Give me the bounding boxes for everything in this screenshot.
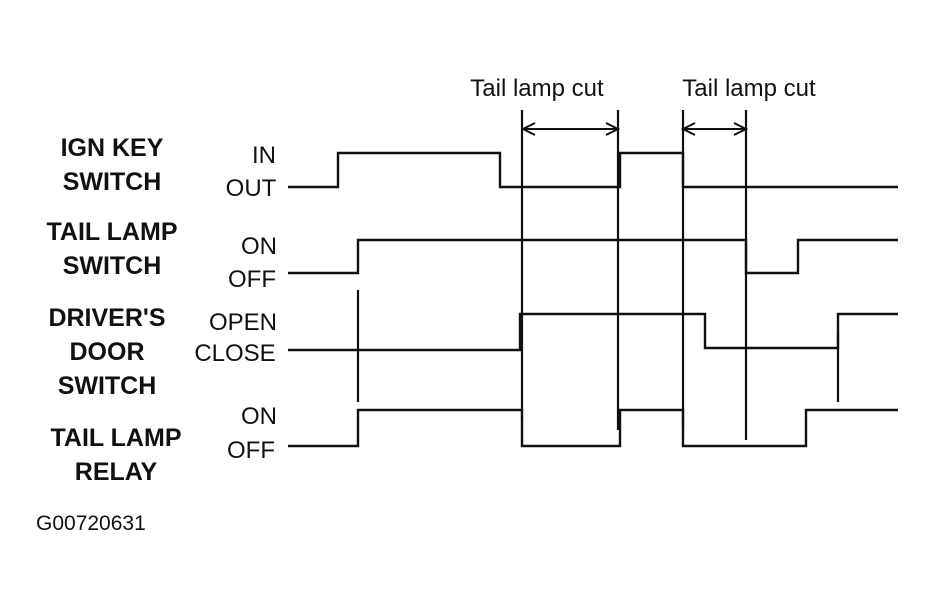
door-switch-state-open: OPEN xyxy=(209,309,277,336)
drivers-door-switch-name-line-3: SWITCH xyxy=(58,372,157,400)
tail-lamp-relay-waveform xyxy=(288,408,898,448)
drivers-door-switch-name-line-1: DRIVER'S xyxy=(48,304,165,332)
tail-lamp-relay-name-line-1: TAIL LAMP xyxy=(50,424,181,452)
tail-lamp-cut-label-2: Tail lamp cut xyxy=(682,75,816,102)
tail-lamp-relay-state-off: OFF xyxy=(227,437,275,464)
drivers-door-switch-waveform xyxy=(288,312,898,352)
figure-id: G00720631 xyxy=(36,512,146,535)
ign-key-state-out: OUT xyxy=(226,175,277,202)
tail-lamp-switch-name-line-2: SWITCH xyxy=(63,252,162,280)
tail-lamp-switch-state-off: OFF xyxy=(228,266,276,293)
tail-lamp-relay-state-on: ON xyxy=(241,403,277,430)
tail-lamp-cut-arrow-2 xyxy=(680,122,749,136)
ign-key-switch-name-line-1: IGN KEY xyxy=(61,134,164,162)
ign-key-state-in: IN xyxy=(252,142,276,169)
door-switch-state-close: CLOSE xyxy=(194,340,275,367)
tail-lamp-relay-name-line-2: RELAY xyxy=(75,458,158,486)
ign-key-switch-waveform xyxy=(288,151,898,189)
tail-lamp-cut-arrow-1 xyxy=(520,122,621,136)
ign-key-switch-name-line-2: SWITCH xyxy=(63,168,162,196)
tail-lamp-switch-waveform xyxy=(288,238,898,275)
drivers-door-switch-name-line-2: DOOR xyxy=(70,338,145,366)
tail-lamp-switch-name-line-1: TAIL LAMP xyxy=(46,218,177,246)
tail-lamp-switch-state-on: ON xyxy=(241,233,277,260)
tail-lamp-cut-label-1: Tail lamp cut xyxy=(470,75,604,102)
